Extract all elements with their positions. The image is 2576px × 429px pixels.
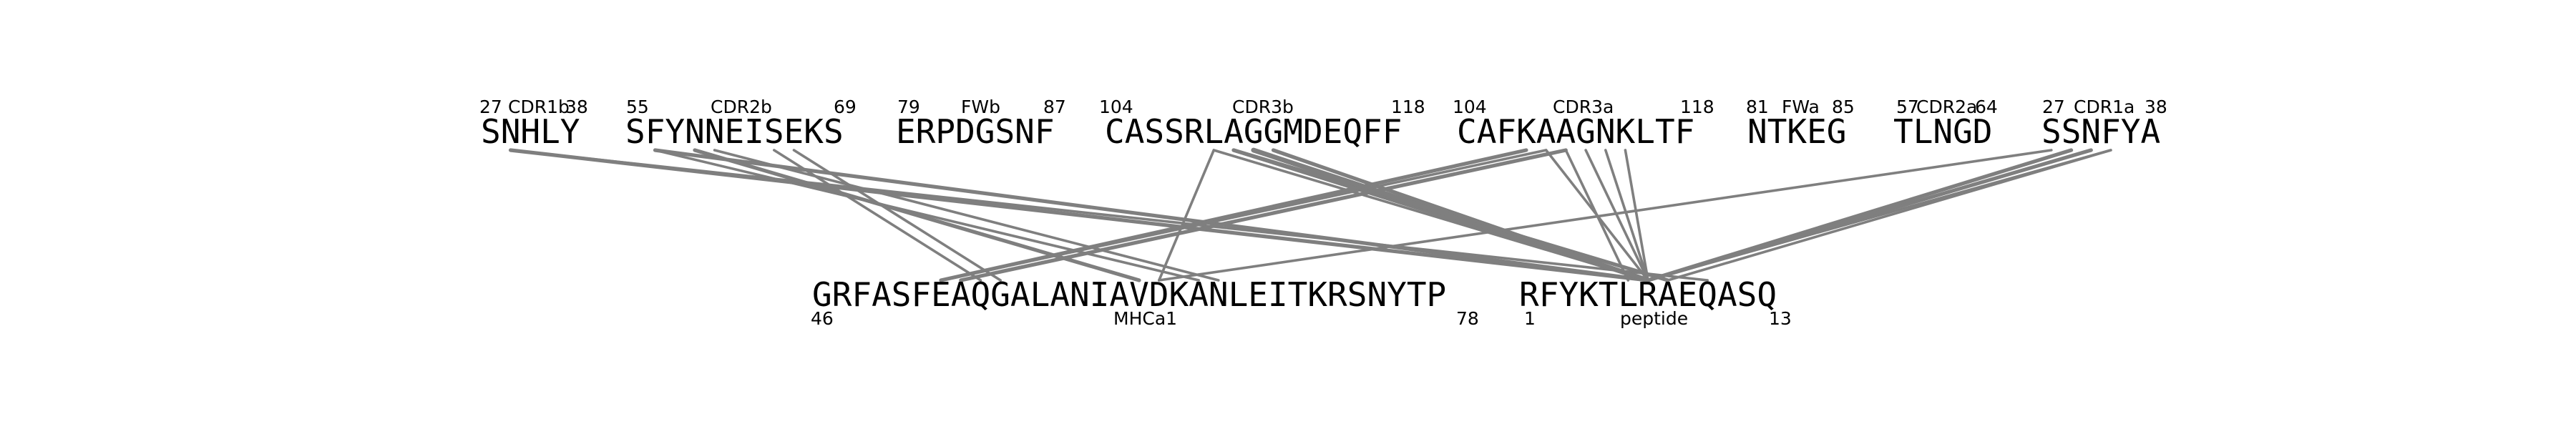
contact-line-CDR1b-peptide xyxy=(509,149,1709,282)
segment-FWb: 79 FWb 87 ERPDGSNF xyxy=(896,97,1066,151)
segment-label: CDR3a xyxy=(1553,97,1614,117)
sequence: SFYNNEISEKS xyxy=(625,112,844,151)
segment-CDR2b: 55 CDR2b 69 SFYNNEISEKS xyxy=(625,97,857,151)
end-number: 118 xyxy=(1680,97,1714,117)
segment-label: CDR3b xyxy=(1232,97,1294,117)
start-number: 104 xyxy=(1099,97,1133,117)
sequence: SSNFYA xyxy=(2041,112,2160,151)
sequence: ERPDGSNF xyxy=(896,112,1055,151)
sequence: NTKEG xyxy=(1747,112,1846,151)
end-number: 85 xyxy=(1832,97,1855,117)
contact-line-CDR3b-MHCa1 xyxy=(1158,149,1216,282)
segment-CDR2a: 57 CDR2a 64 TLNGD xyxy=(1893,97,1998,151)
contact-lines xyxy=(508,147,2112,283)
segment-label: peptide xyxy=(1620,308,1688,329)
segment-label: MHCa1 xyxy=(1113,308,1177,329)
sequence: SNHLY xyxy=(481,112,580,151)
segment-CDR1b: 27 CDR1b 38 SNHLY xyxy=(479,97,588,151)
segment-CDR3b: 104 CDR3b 118 CASSRLAGGMDEQFF xyxy=(1099,97,1425,151)
contact-line-CDR3a-MHCa1 xyxy=(940,149,1548,282)
start-number: 46 xyxy=(811,308,834,329)
contact-line-CDR1a-MHCa1 xyxy=(1158,149,2053,282)
contact-line-CDR2b-MHCa1 xyxy=(713,149,1220,282)
segment-label: CDR1a xyxy=(2074,97,2135,117)
sequence: TLNGD xyxy=(1893,112,1992,151)
sequence: GRFASFEAQGALANIAVDKANLEITKRSNYTP xyxy=(812,275,1446,314)
start-number: 57 xyxy=(1896,97,1919,117)
contact-line-CDR3b-peptide xyxy=(1271,148,1650,282)
start-number: 79 xyxy=(897,97,920,117)
start-number: 27 xyxy=(479,97,502,117)
start-number: 104 xyxy=(1453,97,1487,117)
contact-line-CDR3a-peptide xyxy=(1584,149,1649,282)
end-number: 118 xyxy=(1391,97,1425,117)
end-number: 38 xyxy=(2145,97,2167,117)
segment-peptide: RFYKTLRAEQASQ 1 peptide 13 xyxy=(1519,275,1792,329)
end-number: 64 xyxy=(1975,97,1998,117)
contact-line-CDR2b-MHCa1 xyxy=(653,149,1200,282)
end-number: 69 xyxy=(834,97,857,117)
segment-label: FWa xyxy=(1782,97,1820,117)
segment-CDR3a: 104 CDR3a 118 CAFKAAGNKLTF xyxy=(1453,97,1714,151)
contact-line-CDR2b-MHCa1 xyxy=(792,149,1002,282)
start-number: 81 xyxy=(1746,97,1769,117)
end-number: 38 xyxy=(565,97,588,117)
segment-label: FWb xyxy=(961,97,1000,117)
segment-label: CDR2a xyxy=(1916,97,1977,117)
segment-FWa: 81 FWa 85 NTKEG xyxy=(1746,97,1855,151)
segment-CDR1a: 27 CDR1a 38 SSNFYA xyxy=(2041,97,2167,151)
contact-line-CDR2b-peptide xyxy=(653,148,1650,282)
start-number: 27 xyxy=(2042,97,2065,117)
contact-line-CDR1a-peptide xyxy=(1667,149,2112,282)
contact-line-CDR3a-peptide xyxy=(1604,149,1649,282)
segment-label: CDR2b xyxy=(711,97,772,117)
start-number: 55 xyxy=(626,97,649,117)
contact-line-CDR2b-MHCa1 xyxy=(773,149,982,282)
sequence: CASSRLAGGMDEQFF xyxy=(1105,112,1402,151)
contact-line-CDR3a-MHCa1 xyxy=(959,148,1568,282)
sequence: CAFKAAGNKLTF xyxy=(1457,112,1694,151)
end-number: 87 xyxy=(1043,97,1066,117)
segment-MHCa1: GRFASFEAQGALANIAVDKANLEITKRSNYTP 46 MHCa… xyxy=(811,275,1479,329)
end-number: 78 xyxy=(1456,308,1479,329)
sequence: RFYKTLRAEQASQ xyxy=(1519,275,1777,314)
start-number: 1 xyxy=(1524,308,1536,329)
contact-line-CDR3a-peptide xyxy=(1624,149,1649,282)
segment-label: CDR1b xyxy=(508,97,570,117)
end-number: 13 xyxy=(1769,308,1792,329)
